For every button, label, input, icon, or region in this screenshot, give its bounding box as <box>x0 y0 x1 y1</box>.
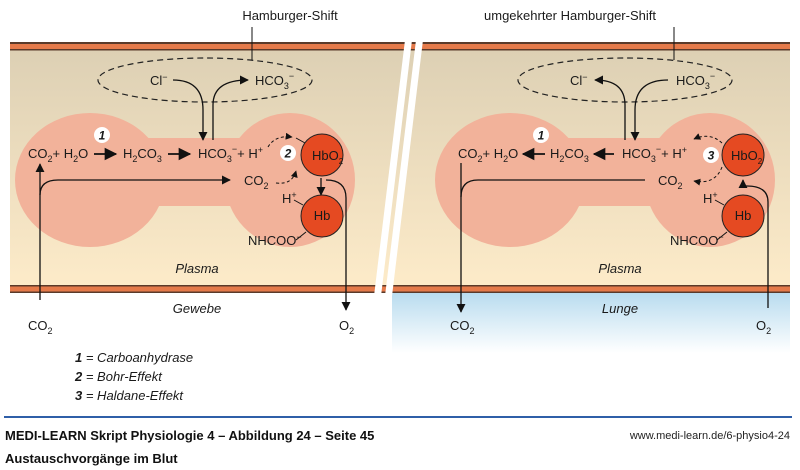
lung-label: Lunge <box>602 301 638 316</box>
break-mark <box>385 40 423 296</box>
tissue-o2-label: O2 <box>339 318 354 336</box>
co2-in-cell: CO2 <box>244 173 269 191</box>
legend-item: 1 = Carboanhydrase <box>75 350 193 365</box>
haldane-co2-arrow <box>693 166 723 186</box>
carbamino-tether <box>295 231 307 241</box>
bohr-h-arrow <box>267 132 293 148</box>
tissue-co2-label: CO2 <box>28 318 53 336</box>
hbo2-tether <box>295 137 306 144</box>
carboanhydrase-badge-number: 1 <box>99 129 106 143</box>
exchanger-ellipse <box>97 57 313 103</box>
footer-rule <box>4 416 792 418</box>
carboanhydrase-badge-number: 1 <box>538 129 545 143</box>
plasma-label-left: Plasma <box>175 261 218 276</box>
reaction-hco3-h: HCO3−+ H+ <box>622 144 687 164</box>
lung-alveolus <box>392 293 790 353</box>
bicarbonate-in-arrow <box>630 79 669 141</box>
bicarbonate-in: HCO3− <box>676 71 715 91</box>
haldane-effect-badge <box>703 147 719 163</box>
top-membrane <box>10 44 790 49</box>
legend: 1 = Carboanhydrase 2 = Bohr-Effekt 3 = H… <box>74 350 193 403</box>
carbamino-tether <box>716 231 728 241</box>
reaction-h2co3: H2CO3 <box>123 146 162 164</box>
figure-source-title: MEDI-LEARN Skript Physiologie 4 – Abbild… <box>5 428 375 443</box>
proton-on-hb: H+ <box>282 190 297 206</box>
o2-uptake-path <box>738 179 769 308</box>
break-mark <box>374 40 412 296</box>
legend-item: 2 = Bohr-Effekt <box>74 369 163 384</box>
top-membrane-dark <box>10 42 790 44</box>
chloride-ion: Cl− <box>150 72 168 88</box>
proton-tether <box>293 199 304 206</box>
legend-item: 3 = Haldane-Effekt <box>75 388 184 403</box>
bohr-effect-badge-number: 2 <box>284 147 292 161</box>
figure-caption: Austauschvorgänge im Blut <box>5 451 178 466</box>
bottom-membrane <box>10 286 790 292</box>
reaction-co2-h2o: CO2+ H2O <box>28 146 88 164</box>
bohr-effect-badge <box>280 145 296 161</box>
lung-o2-label: O2 <box>756 318 771 336</box>
chloride-out-arrow <box>594 75 626 140</box>
hamburger-shift-label: Hamburger-Shift <box>242 8 338 23</box>
bicarbonate-out: HCO3− <box>255 71 294 91</box>
bottom-membrane-dark-outer <box>10 291 790 293</box>
right-panel-lung: umgekehrter Hamburger-Shift Cl− HCO3− CO… <box>435 8 775 336</box>
carboanhydrase-badge <box>94 127 110 143</box>
oxyhemoglobin-label: HbO2 <box>312 148 344 166</box>
haldane-effect-badge-number: 3 <box>708 149 715 163</box>
reaction-hco3-h: HCO3−+ H+ <box>198 144 263 164</box>
oxyhemoglobin <box>300 133 344 177</box>
carbamino-label: NHCOO− <box>670 232 724 248</box>
deoxyhemoglobin-label: Hb <box>735 208 752 223</box>
proton-on-hb: H+ <box>703 190 718 206</box>
deoxyhemoglobin <box>300 194 344 238</box>
haldane-h-arrow <box>693 133 723 144</box>
bicarbonate-out-arrow <box>212 75 249 140</box>
chloride-in-arrow <box>172 79 208 141</box>
left-panel-tissue: Hamburger-Shift Cl− HCO3− CO2+ H2O H2CO3… <box>15 8 355 336</box>
co2-in-cell: CO2 <box>658 173 683 191</box>
top-membrane-dark-inner <box>10 49 790 51</box>
tissue-label: Gewebe <box>173 301 221 316</box>
plasma-label-right: Plasma <box>598 261 641 276</box>
bottom-membrane-dark <box>10 285 790 287</box>
bohr-co2-arrow <box>275 170 298 184</box>
o2-release-path <box>325 179 351 311</box>
oxyhemoglobin-label: HbO2 <box>731 148 763 166</box>
proton-tether <box>714 199 725 206</box>
carboanhydrase-badge <box>533 127 549 143</box>
deoxyhemoglobin-label: Hb <box>314 208 331 223</box>
carbamino-label: NHCOO− <box>248 232 302 248</box>
reaction-co2-h2o: CO2+ H2O <box>458 146 518 164</box>
reverse-hamburger-shift-label: umgekehrter Hamburger-Shift <box>484 8 656 23</box>
chloride-ion: Cl− <box>570 72 588 88</box>
oxyhemoglobin <box>721 133 765 177</box>
deoxyhemoglobin <box>721 194 765 238</box>
lung-co2-label: CO2 <box>450 318 475 336</box>
reaction-h2co3: H2CO3 <box>550 146 589 164</box>
figure-url[interactable]: www.medi-learn.de/6-physio4-24 <box>629 430 790 442</box>
